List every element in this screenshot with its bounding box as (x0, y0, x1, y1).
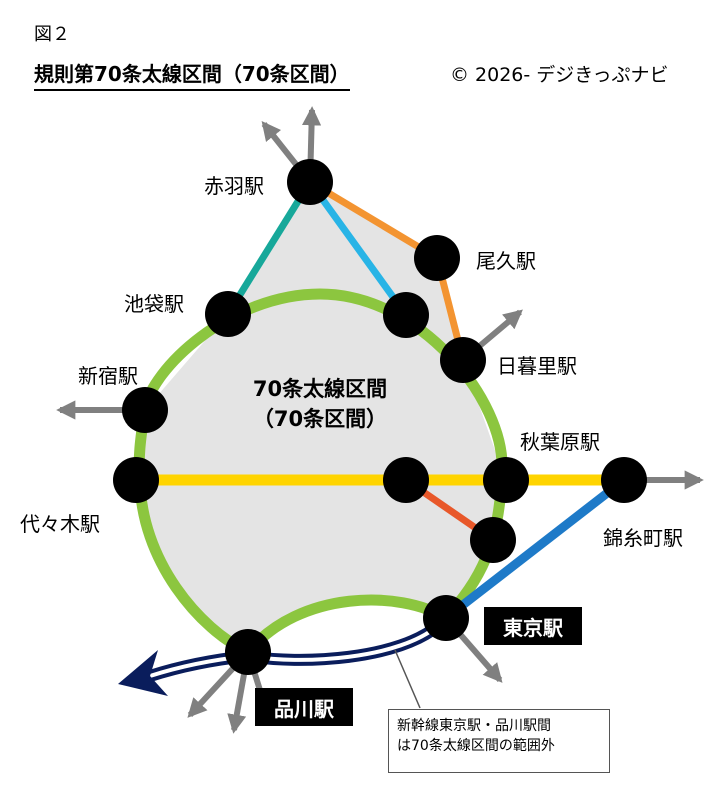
area-label-line1: 70条太線区間 (252, 377, 388, 401)
shinkansen-line (148, 619, 445, 682)
station-dot-tokyo[interactable] (423, 595, 469, 641)
station-label-tokyo: 東京駅 (484, 607, 582, 645)
copyright-notice: © 2026- デジきっぷナビ (450, 64, 669, 86)
station-label-shinjuku: 新宿駅 (78, 364, 138, 388)
station-label-kinshicho: 錦糸町駅 (603, 526, 683, 550)
station-dot-tabata[interactable] (383, 292, 429, 338)
station-label-akihabara: 秋葉原駅 (520, 430, 600, 454)
area-label-line2: （70条区間） (252, 407, 388, 431)
saikyo-line (225, 180, 313, 316)
station-dot-hatchobori[interactable] (470, 517, 516, 563)
area-label: 70条太線区間 （70条区間） (220, 374, 420, 434)
station-dot-shinagawa[interactable] (225, 629, 271, 675)
station-label-nippori: 日暮里駅 (497, 354, 577, 378)
note-line2: は70条太線区間の範囲外 (397, 738, 555, 754)
note-line1: 新幹線東京駅・品川駅間 (397, 718, 551, 734)
station-dot-akihabara[interactable] (483, 457, 529, 503)
station-label-oku: 尾久駅 (476, 249, 536, 273)
station-dot-ikebukuro[interactable] (205, 291, 251, 337)
note-leader-line (394, 649, 421, 709)
station-dot-oku[interactable] (414, 235, 460, 281)
shinkansen-note: 新幹線東京駅・品川駅間 は70条太線区間の範囲外 (388, 709, 610, 773)
station-label-shinagawa: 品川駅 (255, 688, 353, 726)
station-dot-yoyogi[interactable] (113, 457, 159, 503)
keihin-tohoku-line (307, 179, 409, 318)
station-dot-akabane[interactable] (287, 159, 333, 205)
figure-label: 図２ (34, 24, 70, 45)
station-label-akabane: 赤羽駅 (204, 174, 264, 198)
sobu-line (443, 476, 627, 622)
shinkansen-arrow (118, 650, 168, 696)
station-dot-nippori[interactable] (440, 337, 486, 383)
page-title: 規則第70条太線区間（70条区間） (34, 58, 350, 91)
station-dot-ochanomizu[interactable] (383, 457, 429, 503)
station-dot-kinshicho[interactable] (601, 457, 647, 503)
station-label-ikebukuro: 池袋駅 (124, 292, 184, 316)
station-dot-shinjuku[interactable] (122, 387, 168, 433)
station-label-yoyogi: 代々木駅 (20, 512, 100, 536)
